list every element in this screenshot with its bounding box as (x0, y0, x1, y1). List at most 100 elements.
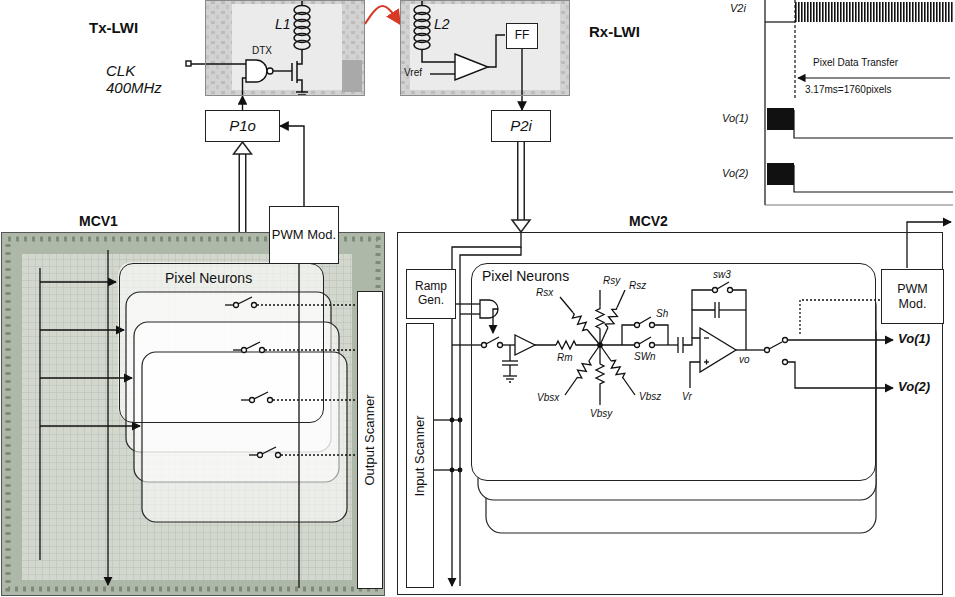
comparator-symbol (455, 54, 488, 80)
inductor-symbol (414, 0, 455, 62)
transistor-symbol (297, 80, 302, 92)
node-text: PWM Mod. (882, 282, 943, 311)
connector-fill (519, 142, 524, 221)
mcv1-wiring (225, 304, 233, 305)
neuron-circuit (639, 337, 651, 344)
neuron-array: Pixel Neurons (119, 263, 324, 423)
mcv1-chip-photo (1, 232, 385, 596)
neuron-circuit (600, 290, 625, 345)
node-text: MCV1 (79, 213, 118, 229)
neuron-circuit (733, 290, 746, 350)
timing-chart (794, 0, 795, 100)
neuron-circuit (714, 302, 715, 318)
neuron-circuit (493, 309, 498, 333)
connector (365, 6, 400, 24)
transistor-symbol (296, 91, 308, 93)
resistor-symbol (604, 306, 620, 329)
connector-line (521, 49, 522, 110)
mcv2-bus-wiring (458, 468, 462, 472)
comparator-symbol (430, 73, 455, 74)
connector-line (242, 96, 243, 110)
neuron-circuit (600, 344, 634, 345)
and-gate-symbol (186, 61, 191, 66)
neuron-circuit (783, 338, 788, 343)
signal-name: Vr (682, 391, 692, 403)
neuron-circuit (503, 344, 515, 345)
neuron-circuit (655, 325, 668, 345)
inductor-symbol (414, 41, 430, 50)
neuron-circuit (736, 349, 765, 350)
node-text: Pixel Neurons (165, 270, 252, 286)
mcv1-wiring (241, 399, 249, 400)
signal-name: Vbsy (590, 408, 612, 420)
mcv1-chip-photo (1, 232, 385, 596)
comparator-symbol (430, 35, 505, 80)
part-name: Rsx (536, 287, 553, 299)
node-text: PWM Mod. (272, 228, 336, 243)
tx-chip: Tx-LWI (205, 0, 365, 96)
part-name: Rsy (603, 275, 620, 287)
part-name: L1 (275, 16, 291, 32)
timing-chart (767, 163, 794, 185)
neuron-circuit (655, 344, 678, 345)
and-gate-symbol (273, 70, 292, 71)
neuron-circuit (482, 343, 487, 348)
chip-die: MCV1Pixel NeuronsPWM Mod.Output Scanner (1, 232, 385, 596)
mcv2-bus-wiring (433, 469, 460, 470)
neuron-circuit (704, 337, 709, 338)
neuron-circuit (599, 345, 600, 405)
mcv2-bus-wiring (907, 222, 951, 268)
mcv1-wiring (246, 342, 260, 349)
timing-chart (765, 0, 953, 205)
scanner-box: Input Scanner (406, 323, 434, 588)
arrowhead (512, 220, 530, 232)
resistor-symbol (608, 359, 627, 382)
mcv1-wiring (254, 392, 268, 399)
connector (280, 126, 304, 206)
node-text: FF (515, 29, 530, 43)
connector-outline (239, 153, 247, 232)
mcv1-wiring (233, 349, 241, 350)
resistor-symbol (573, 359, 592, 382)
mcv1-chip-photo (22, 254, 352, 580)
mcv1-wiring (262, 447, 276, 454)
tx-chip-photo (232, 4, 342, 90)
signal-name: V2i (730, 2, 746, 15)
neuron-circuit (800, 300, 880, 336)
mcv1-chip-photo (22, 254, 352, 580)
scanner-box: Output Scanner (357, 291, 383, 589)
mcv1-wiring (242, 348, 247, 353)
timing-chart (795, 2, 953, 22)
part-name: Rm (557, 352, 573, 364)
part-name: Rsz (629, 280, 646, 292)
timing-chart (765, 21, 795, 22)
node-text: MCV2 (629, 213, 668, 229)
neuron-circuit (622, 325, 634, 345)
timing-chart (794, 165, 953, 192)
neuron-circuit (452, 303, 480, 304)
signal-name: Vbsz (639, 391, 661, 403)
timing-chart (767, 108, 794, 130)
part-name: Sh (656, 308, 668, 320)
signal-name: vo (739, 354, 750, 366)
rx-chip-photo (410, 4, 560, 90)
port-box: P1o (205, 110, 280, 142)
rx-chip-photo (400, 0, 570, 96)
mcv1-wiring (257, 304, 355, 305)
neuron-circuit (452, 344, 481, 345)
neuron-circuit (599, 290, 600, 345)
and-gate-symbol (186, 60, 292, 96)
mcv1-wiring (39, 268, 40, 560)
annotation: Pixel Data Transfer (813, 57, 898, 69)
mcv2-bus-wiring (433, 419, 460, 420)
mcv1-wiring (258, 453, 263, 458)
resistor-symbol (604, 306, 620, 329)
connector-fill (240, 153, 245, 232)
node-text: Tx-LWI (89, 19, 138, 36)
mcv1-wiring (40, 281, 116, 282)
timing-chart (798, 77, 950, 78)
neuron-circuit (706, 360, 707, 365)
neuron-circuit (635, 323, 640, 328)
neuron-circuit (719, 309, 746, 310)
neuron-circuit (700, 328, 736, 372)
